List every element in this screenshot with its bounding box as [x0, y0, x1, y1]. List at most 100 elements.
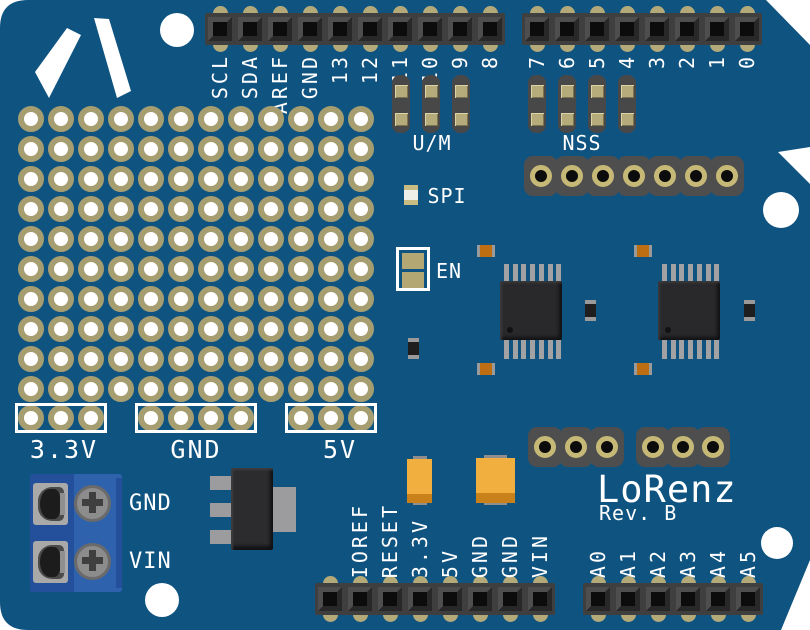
- regulator-lead: [210, 503, 232, 517]
- proto-hole: [78, 376, 104, 402]
- ic-pin: [548, 340, 553, 359]
- smd-resistor-body: [408, 342, 419, 355]
- header-socket: [348, 587, 372, 611]
- smd-capacitor-body: [480, 363, 492, 375]
- pin-label-33v: 3.3V: [408, 517, 432, 578]
- proto-hole: [138, 316, 164, 342]
- nss-header-pin: [591, 85, 604, 98]
- proto-hole: [258, 166, 284, 192]
- pin-label-gnd: GND: [498, 532, 522, 578]
- pin-label-5v: 5V: [438, 547, 462, 578]
- terminal-wire-wedge: [60, 493, 65, 515]
- proto-hole: [228, 346, 254, 372]
- rail-label: 5V: [322, 435, 358, 464]
- nss-label: NSS: [562, 131, 602, 155]
- ic-pin: [714, 340, 719, 359]
- proto-hole: [288, 226, 314, 252]
- proto-hole: [18, 316, 44, 342]
- proto-hole: [348, 346, 374, 372]
- regulator-lead: [210, 476, 232, 490]
- rail-box-3-3v: [15, 403, 107, 433]
- um-header-pin: [425, 85, 438, 98]
- proto-hole: [168, 376, 194, 402]
- mounting-hole: [761, 527, 793, 559]
- proto-hole: [348, 136, 374, 162]
- header-socket: [468, 587, 492, 611]
- ic-pin: [688, 264, 693, 282]
- proto-hole: [108, 136, 134, 162]
- proto-hole: [228, 256, 254, 282]
- proto-hole: [228, 106, 254, 132]
- proto-hole: [288, 136, 314, 162]
- proto-hole: [318, 196, 344, 222]
- pin-label-scl: SCL: [208, 54, 232, 100]
- ic-pin: [504, 264, 509, 282]
- ic-pin: [504, 340, 509, 359]
- proto-hole: [48, 226, 74, 252]
- rail-hole: [48, 405, 74, 431]
- proto-hole: [78, 106, 104, 132]
- ic-pin: [556, 264, 561, 282]
- header-socket: [586, 587, 610, 611]
- ic-pin: [706, 264, 711, 282]
- proto-hole: [318, 256, 344, 282]
- rail-hole: [288, 405, 314, 431]
- nss-header-pin: [621, 113, 634, 126]
- proto-hole: [288, 196, 314, 222]
- spi-led-body: [404, 190, 418, 200]
- header-socket: [498, 587, 522, 611]
- proto-hole: [318, 106, 344, 132]
- proto-hole: [228, 376, 254, 402]
- logo-chevron-left-icon: [35, 28, 81, 98]
- pin-label-a5: A5: [736, 547, 760, 578]
- header-socket: [238, 17, 262, 41]
- en-jumper-pad: [402, 253, 424, 269]
- nss-header-pin: [531, 85, 544, 98]
- header-socket: [318, 587, 342, 611]
- rail-hole: [138, 405, 164, 431]
- proto-hole: [168, 256, 194, 282]
- proto-hole: [348, 316, 374, 342]
- um-header-pin: [455, 113, 468, 126]
- solder-pad-hole: [561, 165, 583, 187]
- ic-pin: [521, 340, 526, 359]
- nss-header-pin: [531, 113, 544, 126]
- proto-hole: [228, 196, 254, 222]
- solder-pad-hole: [596, 436, 618, 458]
- rail-box-gnd: [135, 403, 257, 433]
- solder-pad-hole: [716, 165, 738, 187]
- pin-label-7: 7: [525, 54, 549, 70]
- voltage-regulator: [231, 468, 273, 550]
- proto-hole: [198, 286, 224, 312]
- solder-pad-hole: [565, 436, 587, 458]
- proto-hole: [258, 196, 284, 222]
- proto-hole: [168, 196, 194, 222]
- ic-pin: [513, 340, 518, 359]
- regulator-lead: [210, 530, 232, 544]
- mounting-hole: [145, 583, 179, 617]
- pin-label-4: 4: [615, 54, 639, 70]
- proto-hole: [48, 286, 74, 312]
- proto-hole: [288, 106, 314, 132]
- rail-hole: [348, 405, 374, 431]
- header-socket: [646, 587, 670, 611]
- ic-pin: [530, 264, 535, 282]
- header-socket: [408, 587, 432, 611]
- header-socket: [378, 587, 402, 611]
- proto-hole: [108, 106, 134, 132]
- proto-hole: [138, 166, 164, 192]
- um-header-pin: [395, 113, 408, 126]
- smd-capacitor-body: [637, 245, 649, 257]
- solder-pad-hole: [702, 436, 724, 458]
- proto-hole: [198, 316, 224, 342]
- header-socket: [478, 17, 502, 41]
- ic-pin: [539, 340, 544, 359]
- pin-label-a4: A4: [706, 547, 730, 578]
- proto-hole: [78, 196, 104, 222]
- proto-hole: [198, 376, 224, 402]
- proto-hole: [48, 316, 74, 342]
- header-socket: [735, 17, 759, 41]
- header-socket: [418, 17, 442, 41]
- nss-header-pin: [561, 85, 574, 98]
- solder-pad-hole: [685, 165, 707, 187]
